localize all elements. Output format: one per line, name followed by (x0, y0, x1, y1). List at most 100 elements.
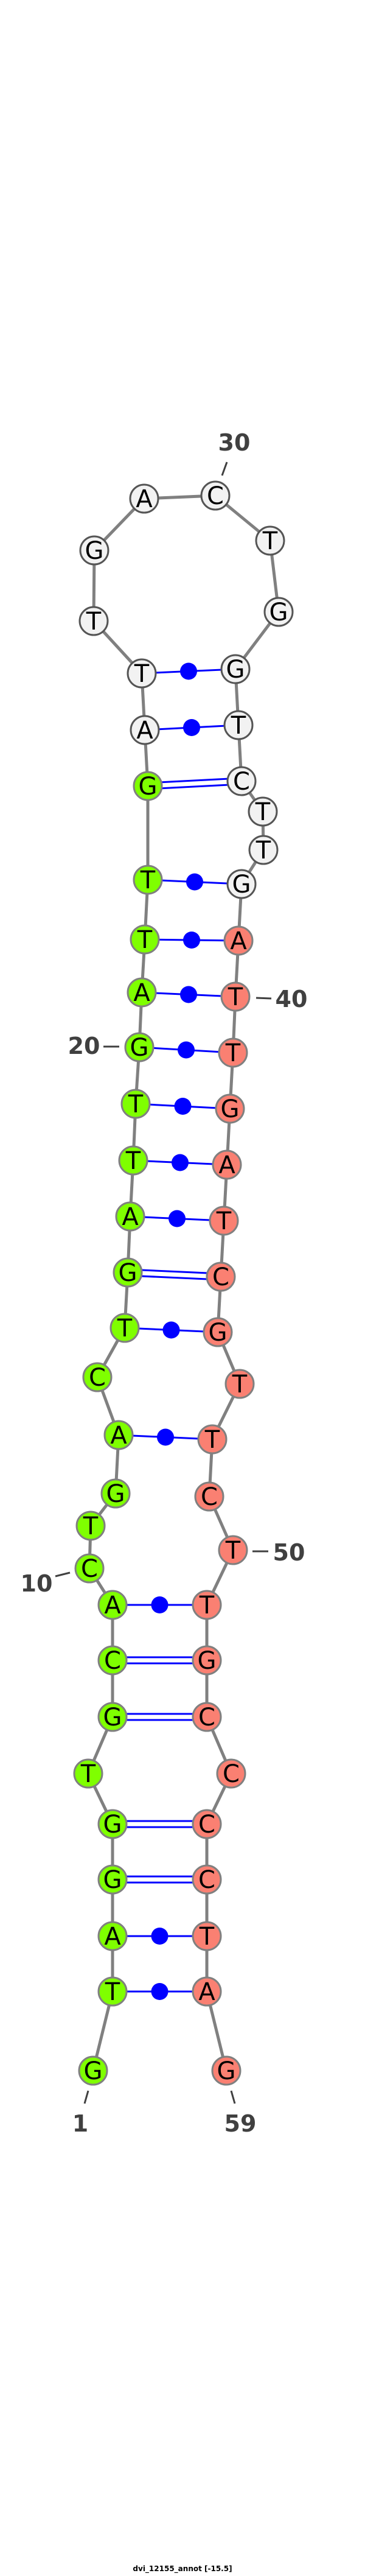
wobble-pair-dot (151, 1928, 169, 1945)
nucleotide-circle (211, 2055, 242, 2086)
nucleotide-circle (206, 1262, 236, 1292)
nucleotide-letter: T (137, 926, 153, 954)
nucleotide-letter: G (103, 1811, 122, 1839)
nucleotide-letter: T (105, 1978, 120, 2006)
nucleotide-10: C (74, 1553, 105, 1584)
base-pair-19-42 (135, 1098, 231, 1115)
label-text: 59 (224, 2110, 257, 2137)
nucleotide-circle (212, 1149, 242, 1180)
nucleotide-letter: T (232, 1370, 248, 1399)
nucleotide-letter: G (198, 1647, 217, 1675)
nucleotide-circle (192, 1864, 222, 1895)
nucleotide-circle (97, 1590, 128, 1620)
nucleotide-42: G (215, 1093, 245, 1124)
nucleotide-circle (73, 1758, 103, 1789)
nucleotide-41: T (218, 1037, 248, 1068)
nucleotide-letter: G (226, 656, 245, 684)
nucleotide-circle (130, 715, 160, 745)
base-pair-20-41 (139, 1041, 234, 1059)
nucleotide-letter: T (225, 1039, 241, 1067)
nucleotide-letter: T (231, 712, 246, 740)
wobble-pair-dot (180, 662, 197, 680)
nucleotide-circle (124, 1032, 155, 1062)
nucleotide-53: C (192, 1702, 222, 1732)
nucleotide-54: C (216, 1758, 246, 1789)
nucleotide-circle (127, 658, 157, 689)
nucleotide-letter: A (198, 1978, 215, 2006)
nucleotide-letter: T (225, 1537, 241, 1565)
nucleotide-letter: G (221, 1095, 240, 1123)
nucleotide-letter: T (140, 866, 156, 894)
label-tick (83, 2090, 89, 2104)
label-text: 40 (276, 986, 308, 1013)
nucleotide-11: T (75, 1511, 106, 1541)
nucleotide-8: C (97, 1645, 128, 1676)
nucleotide-3: A (97, 1921, 128, 1951)
wobble-pair-dot (151, 1983, 169, 2000)
nucleotide-circle (97, 1976, 128, 2007)
nucleotide-43: A (212, 1149, 242, 1180)
nucleotide-15: T (109, 1313, 140, 1343)
position-label-40: 40 (255, 986, 308, 1013)
nucleotide-circle (194, 1481, 224, 1512)
nucleotide-letter: G (84, 2057, 103, 2085)
base-pair-26-33 (141, 662, 236, 680)
nucleotide-letter: G (85, 537, 104, 565)
nucleotide-6: T (73, 1758, 103, 1789)
nucleotide-circle (226, 869, 257, 899)
nucleotide-40: T (220, 981, 251, 1012)
nucleotide-26: T (127, 658, 157, 689)
base-pair-23-38 (147, 873, 242, 891)
nucleotide-14: C (82, 1362, 113, 1392)
gc-bond-line (147, 777, 242, 784)
nucleotide-18: T (118, 1145, 148, 1176)
wobble-pair-dot (183, 932, 200, 949)
wobble-pair-dot (169, 1210, 186, 1227)
nucleotide-17: A (115, 1201, 145, 1232)
label-tick (55, 1571, 71, 1578)
nucleotide-52: G (192, 1645, 222, 1676)
nucleotide-circle (133, 771, 163, 801)
nucleotide-57: T (192, 1921, 222, 1951)
base-pair-7-53 (113, 1713, 207, 1721)
base-pair-3-57 (113, 1928, 207, 1945)
nucleotide-letter: T (128, 1090, 144, 1118)
position-label-10: 10 (21, 1570, 71, 1597)
nucleotide-letter: A (136, 717, 153, 745)
nucleotide-circle (192, 1976, 222, 2007)
nucleotide-circle (215, 1093, 245, 1124)
base-pair-13-48 (118, 1428, 213, 1446)
base-pair-24-35 (147, 777, 242, 790)
base-pair-22-39 (144, 932, 239, 949)
nucleotide-29: A (129, 483, 159, 514)
nucleotide-letter: G (130, 1034, 149, 1062)
nucleotide-letter: C (207, 482, 224, 510)
nucleotide-circle (133, 865, 163, 895)
nucleotide-letter: T (83, 1512, 99, 1540)
nucleotide-circle (127, 977, 157, 1008)
nucleotide-2: T (97, 1976, 128, 2007)
base-pair-9-51 (113, 1596, 207, 1613)
position-label-20: 20 (68, 1033, 119, 1059)
nucleotide-letter: C (89, 1364, 106, 1392)
gc-bond-line (148, 783, 242, 790)
nucleotide-20: G (124, 1032, 155, 1062)
nucleotide-circle (113, 1257, 143, 1288)
nucleotide-circle (115, 1201, 145, 1232)
nucleotide-circle (248, 796, 278, 827)
nucleotide-circle (103, 1420, 134, 1450)
nucleotide-46: G (203, 1317, 233, 1347)
nucleotide-47: T (224, 1369, 255, 1399)
nucleotide-45: C (206, 1262, 236, 1292)
nucleotide-letter: C (198, 1866, 215, 1894)
nucleotide-44: T (209, 1206, 239, 1236)
nucleotide-letter: T (80, 1760, 96, 1788)
nucleotide-51: T (192, 1590, 222, 1620)
nucleotide-circle (192, 1809, 222, 1839)
wobble-pair-dot (178, 1041, 195, 1059)
nucleotide-circle (209, 1206, 239, 1236)
nucleotide-letter: T (199, 1592, 215, 1620)
nucleotide-circle (74, 1553, 105, 1584)
nucleotide-letter: T (255, 798, 271, 826)
